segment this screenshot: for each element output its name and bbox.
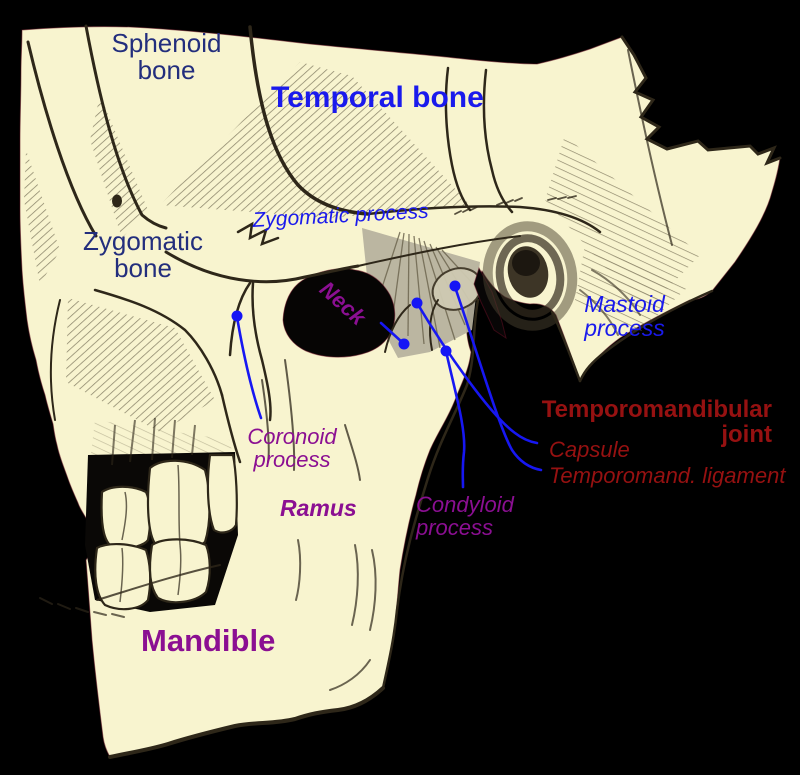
label-line: process	[253, 447, 331, 473]
capsule-leader-line	[415, 301, 539, 445]
coronoid-leader-line	[235, 315, 263, 420]
neck-dot	[398, 338, 410, 350]
label-line: Zygomatic	[83, 226, 203, 256]
label-temporomandibular-ligament: Temporomand. ligament	[549, 463, 786, 488]
label-sphenoid-bone: Sphenoid bone	[94, 28, 239, 86]
ligament-leader-line	[453, 285, 543, 472]
capsule-dot	[411, 297, 423, 309]
label-zygomatic-bone: Zygomatic bone	[73, 226, 213, 284]
label-coronoid-process: Coronoid process	[222, 425, 362, 471]
label-line: Condyloid	[416, 492, 514, 517]
label-capsule: Capsule	[549, 437, 630, 462]
condyloid-dot	[440, 345, 452, 357]
label-mandible: Mandible	[141, 623, 276, 658]
label-ramus: Ramus	[280, 495, 357, 521]
leader-dots	[231, 280, 461, 357]
label-line: process	[416, 515, 494, 541]
ligament-dot	[449, 280, 461, 292]
teeth	[85, 417, 238, 612]
label-condyloid-process: Condyloid process	[416, 493, 514, 539]
label-line: Mastoid	[584, 291, 665, 317]
label-line: Coronoid	[247, 424, 337, 449]
condyloid-leader-line	[444, 349, 466, 489]
neck-leader-line	[379, 321, 405, 345]
label-temporal-bone: Temporal bone	[271, 81, 484, 114]
ear-canal	[482, 221, 578, 331]
label-line: joint	[721, 421, 772, 449]
label-line: process	[584, 315, 665, 342]
label-temporomandibular-joint: Temporomandibular joint	[541, 396, 772, 449]
label-line: bone	[137, 55, 196, 86]
label-line: Sphenoid	[111, 28, 222, 58]
label-line: bone	[114, 253, 172, 284]
label-mastoid-process: Mastoid process	[557, 292, 692, 340]
coronoid-dot	[231, 310, 243, 322]
label-line: Temporomandibular	[541, 396, 772, 423]
leader-lines	[235, 285, 543, 489]
